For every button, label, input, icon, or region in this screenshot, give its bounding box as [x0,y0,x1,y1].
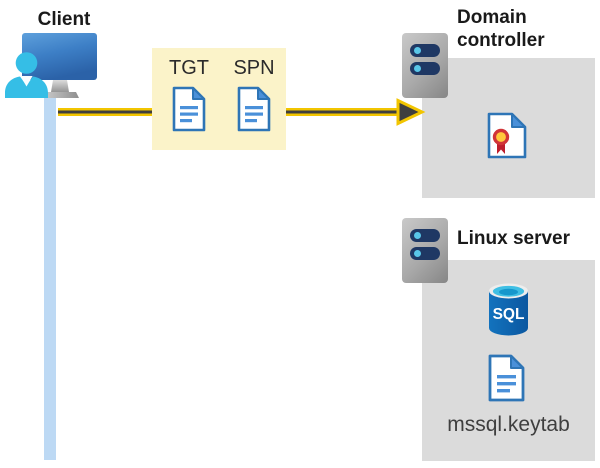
domain-controller-title: Domain controller [457,7,545,51]
linux-server-title: Linux server [457,228,570,249]
server-slot [410,44,440,57]
spn-document-icon [237,86,271,132]
keytab-filename-label: mssql.keytab [447,413,570,436]
server-led [414,232,421,239]
linux-server-icon [402,218,448,283]
sql-label: SQL [493,306,525,323]
server-slot [410,247,440,260]
client-user-workstation-icon [5,33,97,98]
tgt-document-icon [172,86,206,132]
user-icon [5,52,48,98]
server-led [414,47,421,54]
server-led [414,65,421,72]
monitor-icon [22,33,97,98]
sql-database-icon: SQL [489,283,528,336]
server-slot [410,229,440,242]
spn-label: SPN [233,57,275,79]
tgt-label: TGT [169,57,209,79]
certificate-icon [487,112,527,159]
server-led [414,250,421,257]
client-timeline-bar [44,97,56,460]
client-title: Client [37,9,91,30]
server-slot [410,62,440,75]
ticket-panel: TGT SPN [152,48,286,150]
domain-controller-server-icon [402,33,448,98]
keytab-document-icon [488,354,525,402]
